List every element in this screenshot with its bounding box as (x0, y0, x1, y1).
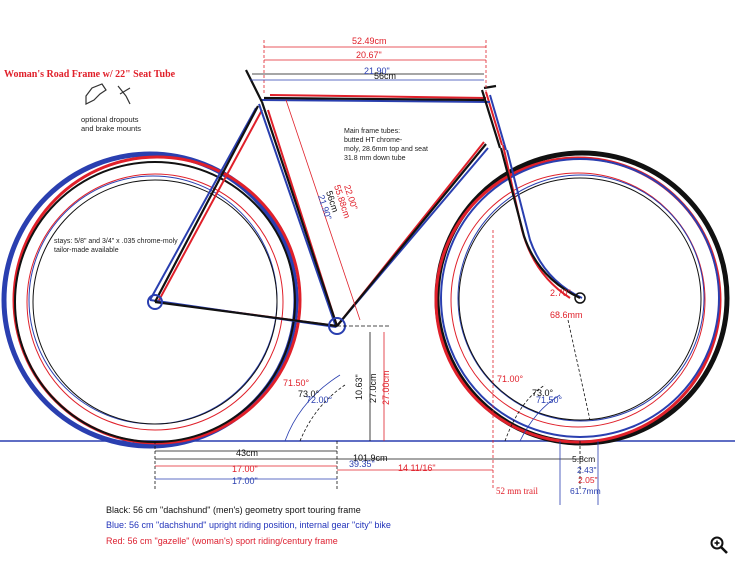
dim-trail-mm: 52 mm trail (496, 486, 538, 496)
dim-bb-height-cm-red: 27.00cm (381, 370, 391, 405)
legend-black: Black: 56 cm "dachshund" (men's) geometr… (106, 505, 361, 515)
dim-chainstay-in2: 17.00" (232, 476, 258, 486)
stays-note-line2: tailor-made available (54, 247, 119, 254)
dim-trail-c: 2.05" (578, 475, 598, 485)
dropouts-note-line2: and brake mounts (81, 124, 141, 133)
frame-black (154, 69, 581, 328)
dim-bb-height-cm: 27.0cm (368, 373, 378, 403)
front-hub (574, 292, 586, 304)
dim-fork-offset-mm: 68.6mm (550, 310, 583, 320)
dim-wheelbase-in: 39.35" (349, 459, 375, 469)
stays-note-line1: stays: 5/8" and 3/4" x .035 chrome-moly (54, 238, 178, 245)
zoom-in-icon[interactable] (709, 535, 729, 555)
dim-head-angle-black: 73.0° (532, 388, 554, 398)
main-tubes-note-line2: butted HT chrome- (344, 137, 403, 144)
rear-hub (147, 294, 163, 310)
dim-head-angle-red: 71.00° (497, 374, 524, 384)
dim-head-angle-blue: 71.50° (536, 395, 563, 405)
dimension-guides (154, 40, 599, 505)
dim-front-center: 14 11/16" (398, 463, 436, 473)
legend-red: Red: 56 cm "gazelle" (woman's) sport rid… (106, 536, 338, 546)
rear-wheel (1, 151, 302, 449)
dim-trail-a: 5.8cm (572, 454, 595, 464)
front-wheel (434, 150, 730, 446)
dim-top-cm: 52.49cm (352, 36, 387, 46)
legend-blue: Blue: 56 cm "dachshund" upright riding p… (106, 520, 391, 530)
main-tubes-note-line3: moly, 28.6mm top and seat (344, 146, 428, 153)
dim-top-in: 20.67" (356, 50, 382, 60)
dim-wheelbase-cm: 101.9cm (353, 453, 388, 463)
dim-top2-cm: 56cm (374, 71, 396, 81)
dim-seat-angle-black: 73.0° (298, 389, 320, 399)
dim-chainstay-cm: 43cm (236, 448, 258, 458)
dim-fork-offset-in: 2.70" (550, 288, 571, 298)
dim-top2-in: 21.90" (364, 66, 390, 76)
main-tubes-note-line4: 31.8 mm down tube (344, 155, 406, 162)
drawing-title: Woman's Road Frame w/ 22" Seat Tube (4, 69, 176, 80)
dim-chainstay-in: 17.00" (232, 464, 258, 474)
dim-seat-angle-blue: 72.00° (306, 395, 333, 405)
dropouts-note-line1: optional dropouts (81, 115, 139, 124)
main-tubes-note-line1: Main frame tubes: (344, 128, 400, 135)
dim-trail-d: 61.7mm (570, 486, 601, 496)
dim-seat-angle-red: 71.50° (283, 378, 310, 388)
dropout-sketch (85, 83, 131, 105)
dim-trail-b: 2.43" (577, 465, 597, 475)
dim-bb-height-in: 10.63" (354, 374, 364, 400)
